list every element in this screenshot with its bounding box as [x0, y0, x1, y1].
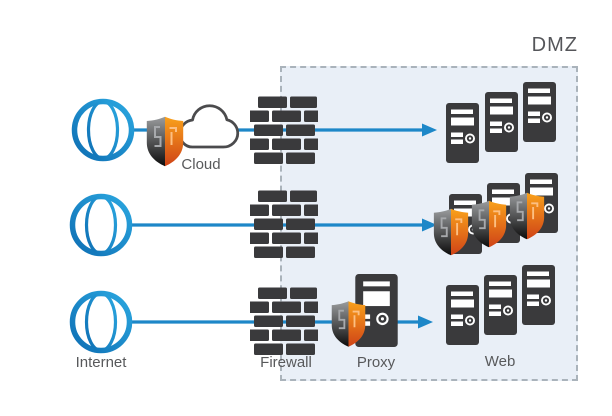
web-server-1-icon: [446, 285, 479, 345]
internet-globe-bottom-icon: [66, 289, 136, 355]
firewall-wall-bottom-icon: [250, 287, 318, 357]
cloud-security-shield-icon: [146, 116, 184, 167]
server-shield-2-icon: [471, 200, 507, 248]
web-server-3-icon: [522, 265, 555, 325]
web-server-2-icon: [484, 275, 517, 335]
dmz-zone-label: DMZ: [531, 34, 578, 56]
firewall-wall-middle-icon: [250, 190, 318, 260]
firewall-wall-top-icon: [250, 96, 318, 166]
internet-globe-middle-icon: [66, 192, 136, 258]
web-label: Web: [484, 353, 516, 370]
cloud-icon: [176, 102, 241, 154]
server-shield-3-icon: [509, 192, 545, 240]
proxy-label: Proxy: [356, 354, 396, 371]
firewall-label: Firewall: [260, 354, 312, 371]
proxy-shield-icon: [331, 299, 366, 349]
internet-label: Internet: [75, 354, 127, 371]
internet-globe-top-icon: [68, 97, 138, 163]
cloud-label: Cloud: [181, 156, 221, 173]
server-top-3-icon: [523, 82, 556, 142]
server-shield-1-icon: [433, 208, 469, 256]
server-top-1-icon: [446, 103, 479, 163]
server-top-2-icon: [485, 92, 518, 152]
